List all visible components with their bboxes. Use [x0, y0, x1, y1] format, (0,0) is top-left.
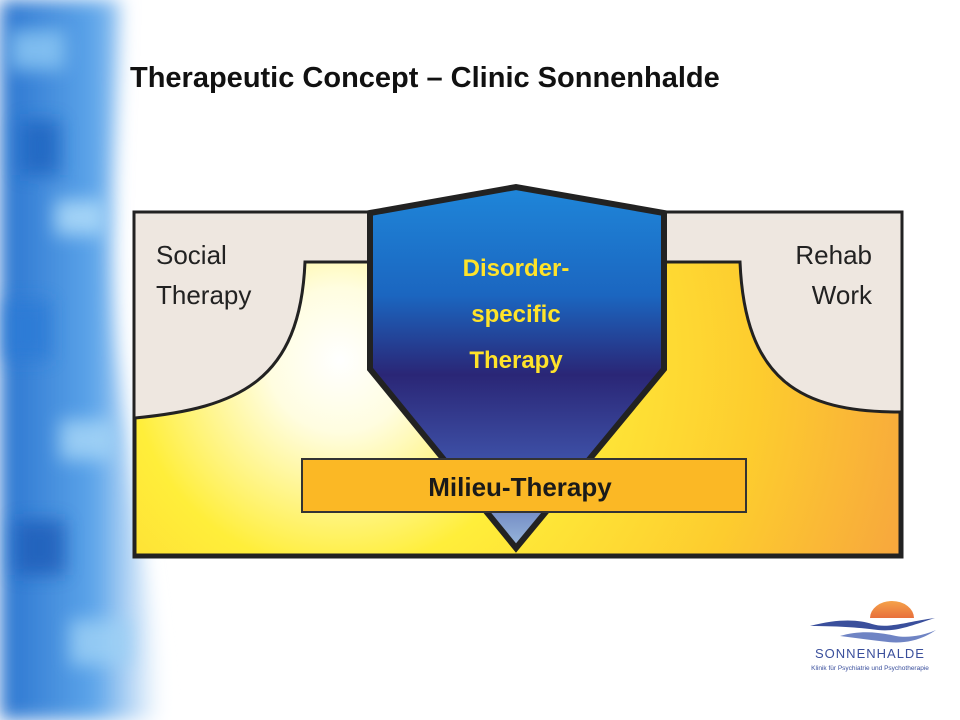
logo-tagline: Klinik für Psychiatrie und Psychotherapi… — [811, 665, 929, 672]
milieu-therapy-bar — [301, 458, 747, 513]
sonnenhalde-logo: SONNENHALDE Klinik für Psychiatrie und P… — [810, 601, 936, 672]
milieu-therapy-label: Milieu-Therapy — [428, 472, 612, 502]
page-title: Therapeutic Concept – Clinic Sonnenhalde — [130, 62, 720, 94]
logo-sun-icon — [870, 601, 914, 618]
social-therapy-label-line1: Social — [156, 240, 227, 270]
logo-wave-icon — [810, 618, 935, 631]
social-therapy-label-line2: Therapy — [156, 280, 251, 310]
logo-name: SONNENHALDE — [815, 646, 925, 661]
disorder-specific-label-line3: Therapy — [469, 347, 563, 374]
disorder-specific-label-line1: Disorder- — [463, 255, 570, 282]
rehab-work-label-line2: Work — [812, 280, 873, 310]
side-decoration — [0, 0, 160, 720]
rehab-work-label-line1: Rehab — [795, 240, 872, 270]
disorder-specific-shield — [367, 183, 667, 553]
disorder-specific-label-line2: specific — [471, 301, 560, 328]
